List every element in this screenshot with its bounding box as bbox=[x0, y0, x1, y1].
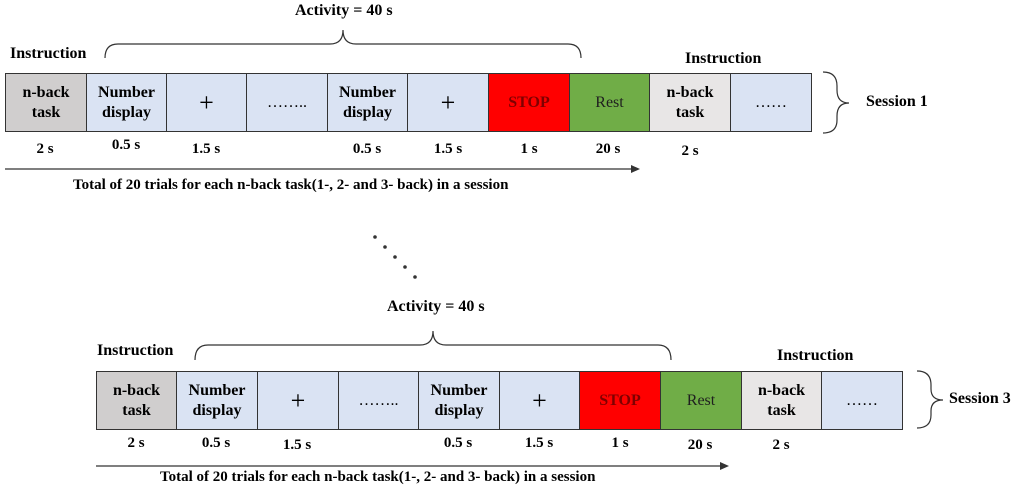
cell-fixation-cross: + bbox=[499, 371, 580, 430]
cell-ellipsis: …….. bbox=[246, 73, 328, 132]
duration-label: 1.5 s bbox=[433, 141, 463, 157]
cell-fixation-cross: + bbox=[257, 371, 339, 430]
activity-brace bbox=[104, 29, 582, 59]
cell-rest: Rest bbox=[660, 371, 742, 430]
duration-label: 2 s bbox=[772, 437, 790, 453]
cell-fixation-cross: + bbox=[407, 73, 489, 132]
cell-ellipsis: …… bbox=[821, 371, 903, 430]
activity-label: Activity = 40 s bbox=[387, 298, 485, 315]
duration-label: 0.5 s bbox=[111, 137, 141, 153]
duration-label: 1.5 s bbox=[191, 141, 221, 157]
instruction-left-label: Instruction bbox=[97, 342, 174, 359]
instruction-right-label: Instruction bbox=[777, 347, 854, 364]
duration-label: 0.5 s bbox=[352, 141, 382, 157]
duration-label: 20 s bbox=[687, 437, 713, 453]
ellipsis-dots bbox=[373, 235, 417, 279]
cell-stop: STOP bbox=[488, 73, 570, 132]
duration-label: 2 s bbox=[36, 141, 54, 157]
duration-label: 0.5 s bbox=[443, 435, 473, 451]
session-bracket bbox=[916, 370, 944, 429]
cell-rest: Rest bbox=[569, 73, 650, 132]
session-1-annotations bbox=[5, 29, 850, 173]
duration-label: 2 s bbox=[127, 435, 145, 451]
activity-label: Activity = 40 s bbox=[295, 2, 393, 19]
arrow-head bbox=[631, 165, 640, 173]
cell-stop: STOP bbox=[579, 371, 661, 430]
activity-brace bbox=[194, 330, 672, 361]
instruction-left-label: Instruction bbox=[10, 45, 87, 62]
cell-ellipsis: …… bbox=[730, 73, 812, 132]
omitted-sessions-ellipsis bbox=[370, 232, 430, 292]
instruction-right-label: Instruction bbox=[685, 50, 762, 67]
total-trials-label: Total of 20 trials for each n-back task(… bbox=[160, 469, 596, 485]
duration-label: 1 s bbox=[611, 435, 629, 451]
cell-fixation-cross: + bbox=[166, 73, 247, 132]
session-label: Session 3 bbox=[949, 390, 1011, 407]
duration-label: 2 s bbox=[681, 143, 699, 159]
duration-label: 1.5 s bbox=[282, 437, 312, 453]
session-bracket bbox=[822, 71, 850, 134]
cell-ellipsis: …….. bbox=[338, 371, 419, 430]
session-label: Session 1 bbox=[866, 93, 928, 110]
total-trials-label: Total of 20 trials for each n-back task(… bbox=[73, 177, 509, 193]
duration-label: 1 s bbox=[520, 141, 538, 157]
duration-label: 20 s bbox=[595, 141, 621, 157]
duration-label: 1.5 s bbox=[524, 435, 554, 451]
session-1-timeline: Activity = 40 s Instruction Instruction … bbox=[0, 0, 1021, 240]
duration-label: 0.5 s bbox=[201, 435, 231, 451]
arrow-head bbox=[720, 462, 729, 470]
